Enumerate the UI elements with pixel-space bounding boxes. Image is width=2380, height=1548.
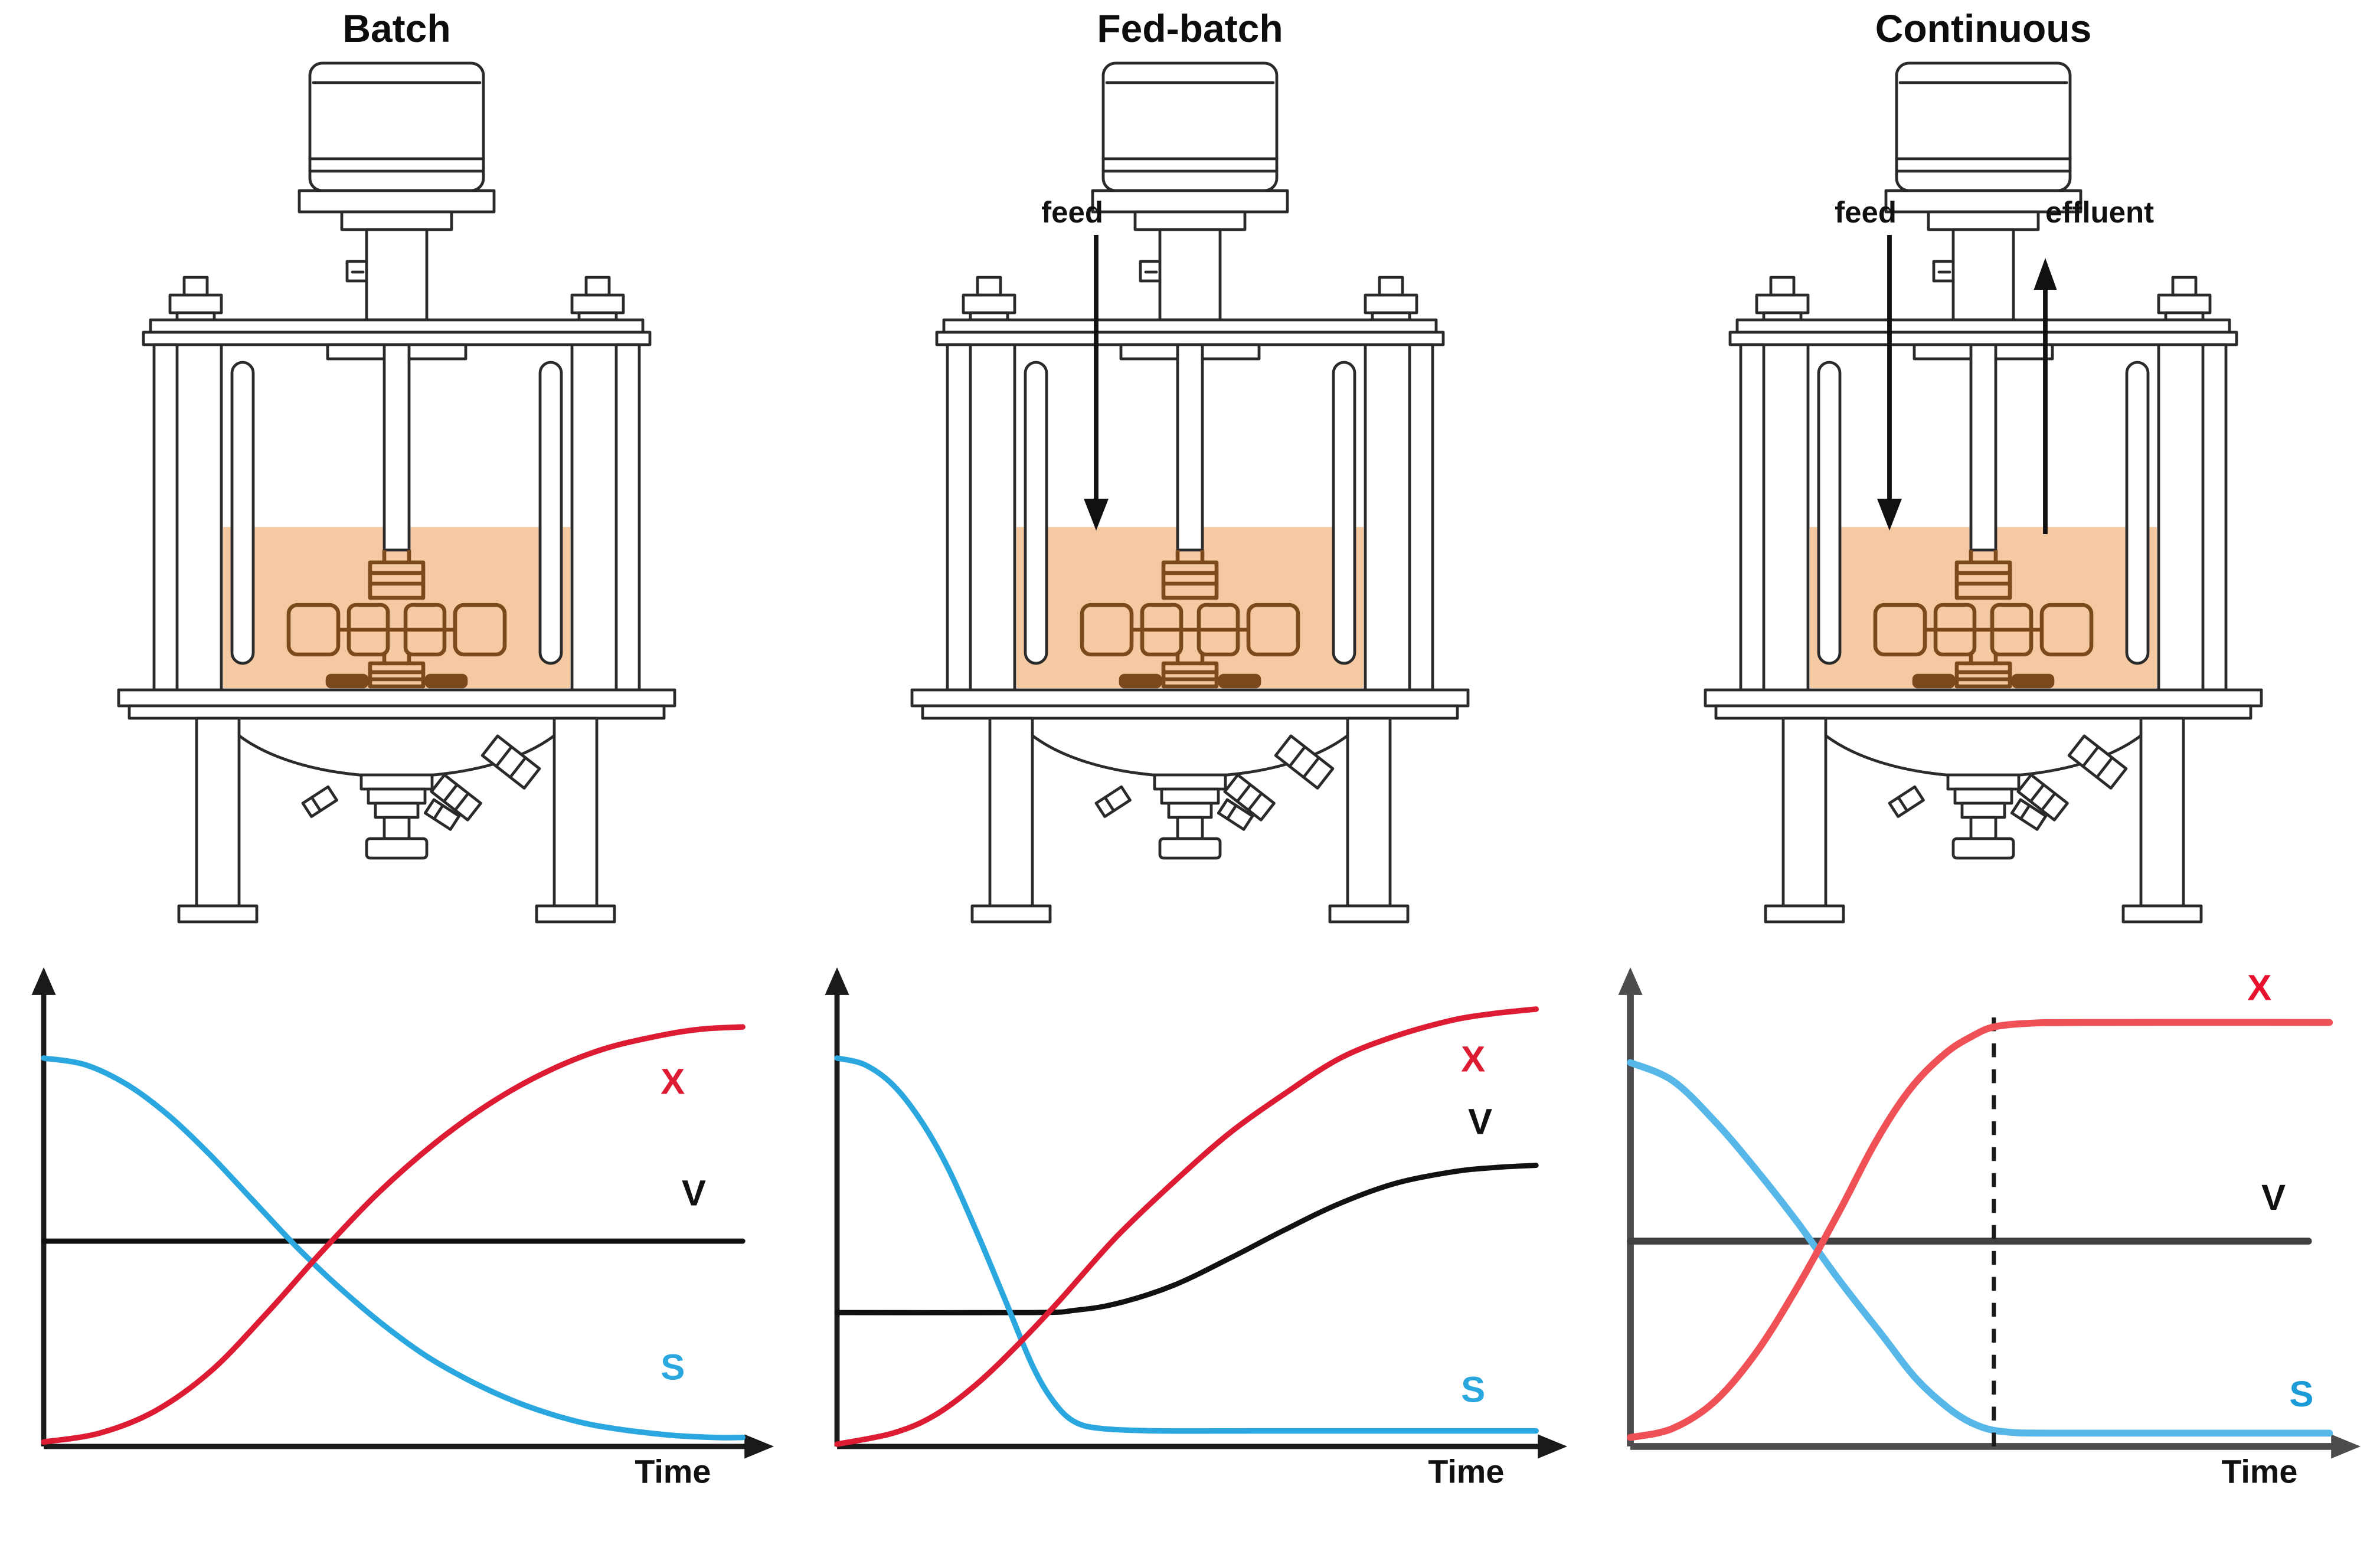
feed-arrow: feed bbox=[1041, 195, 1109, 531]
series-X-curve bbox=[41, 1024, 746, 1445]
panel-batch: Batch X V S Time bbox=[0, 0, 793, 1548]
series-S-curve bbox=[1627, 1059, 2333, 1436]
x-axis-arrow-icon bbox=[744, 1434, 774, 1459]
panel-title-continuous: Continuous bbox=[1875, 6, 2092, 50]
series-label-V: V bbox=[1468, 1101, 1492, 1142]
arrow-down-icon bbox=[1084, 498, 1109, 531]
series-V-curve bbox=[834, 1162, 1539, 1315]
y-axis-arrow-icon bbox=[1618, 967, 1643, 995]
y-axis-arrow-icon bbox=[825, 967, 849, 995]
x-axis-label: Time bbox=[1428, 1453, 1504, 1490]
x-axis-arrow-icon bbox=[2331, 1434, 2361, 1459]
series-label-V: V bbox=[682, 1173, 706, 1213]
series-label-S: S bbox=[1461, 1369, 1485, 1410]
arrow-up-icon bbox=[2034, 257, 2057, 290]
arrow-down-icon bbox=[1877, 498, 1902, 531]
x-axis-arrow-icon bbox=[1538, 1434, 1568, 1459]
series-label-X: X bbox=[2247, 967, 2271, 1008]
x-axis-label: Time bbox=[2221, 1453, 2297, 1490]
panel-title-batch: Batch bbox=[342, 6, 451, 50]
effluent-label: effluent bbox=[2045, 195, 2154, 229]
series-label-S: S bbox=[2289, 1373, 2313, 1414]
panel-title-fed-batch: Fed-batch bbox=[1097, 6, 1283, 50]
panel-continuous: Continuous feed effluent X V S Time bbox=[1587, 0, 2380, 1548]
series-label-X: X bbox=[661, 1061, 685, 1102]
series-S-curve bbox=[834, 1055, 1539, 1434]
series-label-V: V bbox=[2261, 1177, 2286, 1218]
series-label-S: S bbox=[661, 1347, 685, 1387]
y-axis-arrow-icon bbox=[31, 967, 56, 995]
series-label-X: X bbox=[1461, 1039, 1485, 1079]
feed-arrow: feed bbox=[1835, 195, 1902, 531]
bioreactor-diagram-fed-batch: feed bbox=[898, 53, 1482, 938]
x-axis-label: Time bbox=[635, 1453, 711, 1490]
chart-continuous: X V S Time bbox=[1618, 967, 2361, 1490]
bioreactor-diagram-continuous: feed effluent bbox=[1691, 53, 2276, 938]
series-X-curve bbox=[1627, 1019, 2333, 1441]
feed-label: feed bbox=[1041, 195, 1103, 229]
feed-label: feed bbox=[1835, 195, 1897, 229]
series-S-curve bbox=[41, 1055, 746, 1441]
effluent-arrow: effluent bbox=[2034, 195, 2154, 534]
bioreactor-diagram-batch bbox=[104, 53, 689, 938]
chart-fed-batch: XV S Time bbox=[825, 967, 1568, 1490]
chart-batch: X V S Time bbox=[31, 967, 774, 1490]
series-X-curve bbox=[834, 1006, 1539, 1447]
